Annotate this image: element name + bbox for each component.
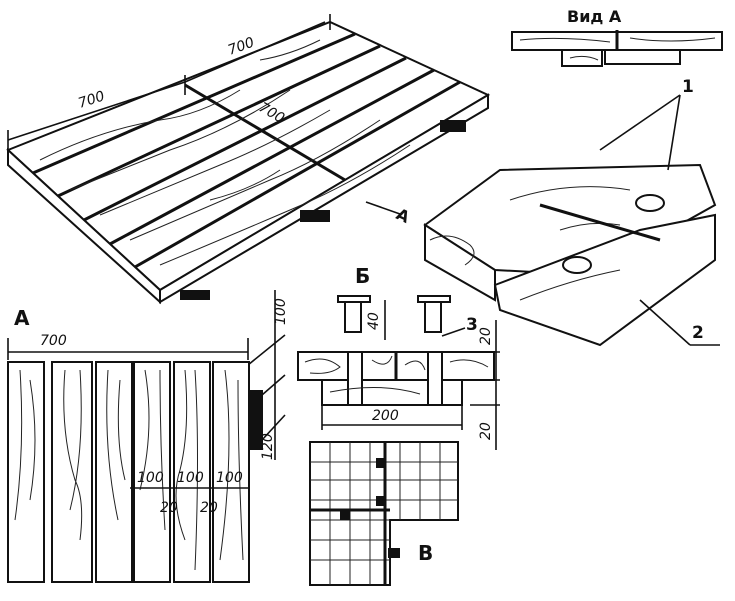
slatted-panel-isometric: 700 700 700 А [6,14,491,305]
detail-board-lower [493,213,716,347]
section-b-title: Б [355,264,370,288]
callout-1: 1 [682,77,694,97]
dim-120: 120 [260,433,276,460]
dim-gap-1: 20 [160,500,178,516]
wood-grain [39,39,411,266]
dim-40: 40 [366,312,382,330]
panel-battens [180,120,466,300]
section-b: Б 40 3 20 200 20 [297,264,500,450]
dim-700-left: 700 [76,88,106,112]
plan-v-title: В [418,541,433,565]
slat-gaps [32,32,461,269]
panel-side-edge [159,93,489,304]
dim-100-side: 100 [273,298,289,325]
view-a-top-title: Вид А [567,7,622,26]
main-dimension-lines [7,14,401,215]
dim-20-top: 20 [478,327,494,345]
dim-gap-2: 20 [200,500,218,516]
view-a-boards [7,361,263,583]
dim-20-bottom: 20 [478,422,494,440]
joint-detail: 1 2 [423,77,720,347]
callout-2: 2 [692,323,704,343]
dim-board-width-3: 100 [216,470,243,486]
dim-200: 200 [372,408,399,424]
dim-700-width: 700 [40,333,67,349]
dim-board-width-1: 100 [137,470,164,486]
view-a: А 700 100 120 100 100 100 20 20 [7,290,289,583]
view-arrow-label: А [393,204,413,227]
callout-3: 3 [466,315,478,335]
view-a-top: Вид А [511,7,723,67]
dim-board-width-2: 100 [177,470,204,486]
plan-v: В [309,441,459,586]
view-a-title: А [14,306,30,330]
